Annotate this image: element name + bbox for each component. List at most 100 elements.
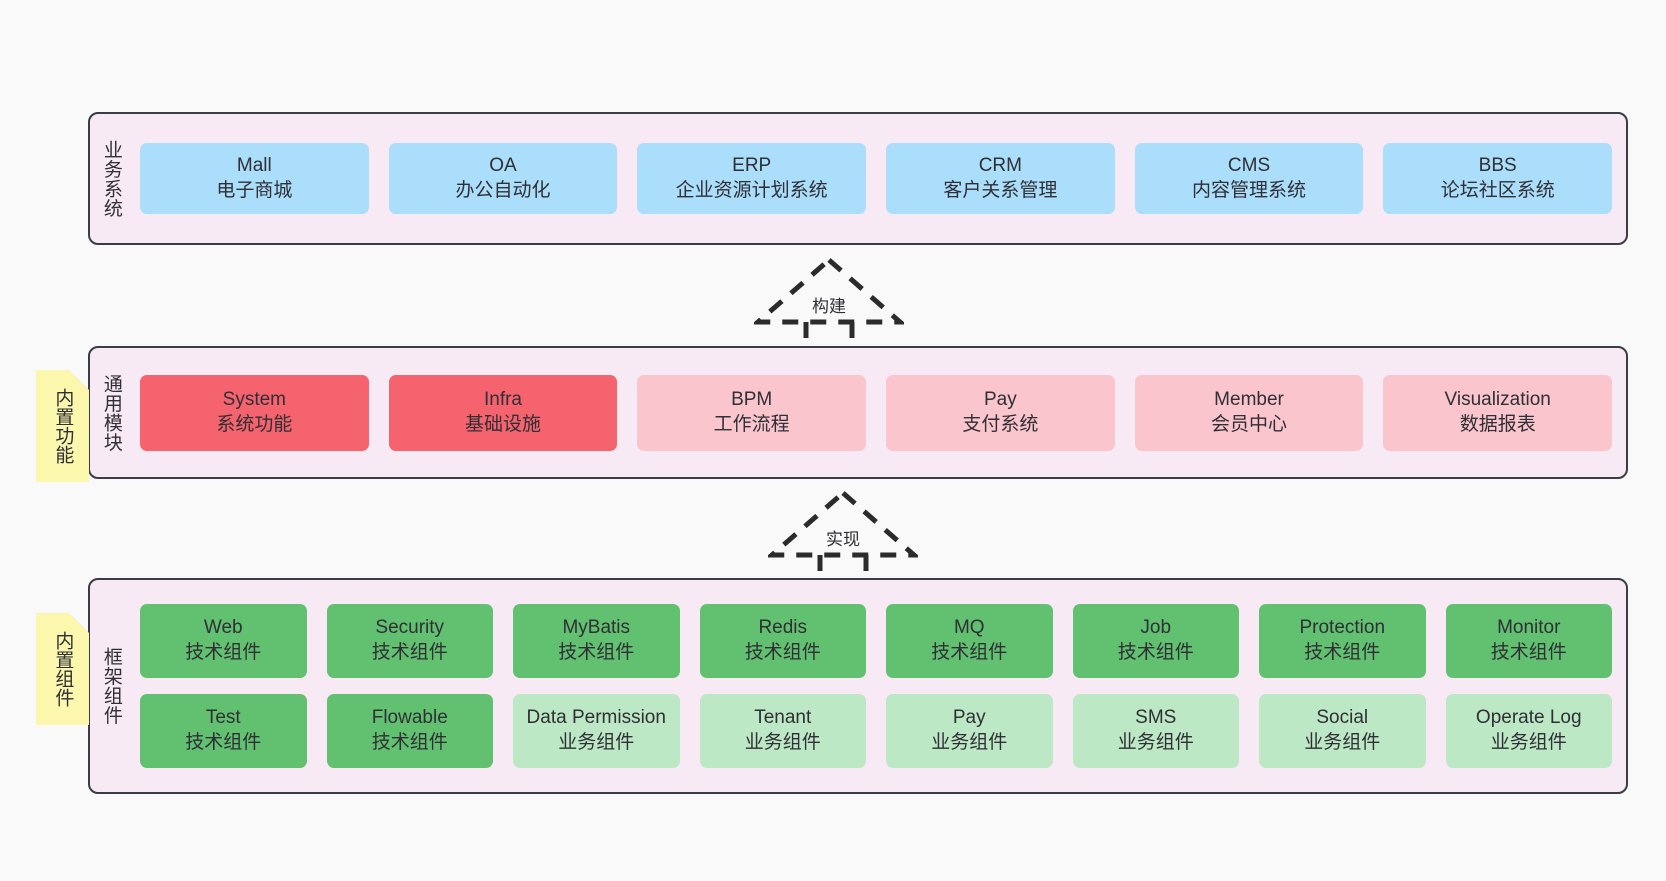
node-pay-module[interactable]: Pay 支付系统	[886, 374, 1115, 451]
sticky-note-builtin-components: 内置组件	[36, 613, 89, 725]
node-crm-cn: 客户关系管理	[943, 179, 1058, 201]
layer-business-systems: 业务系统 Mall 电子商城 OA 办公自动化 ERP 企业资源计划系统 CRM…	[88, 112, 1628, 245]
node-operate-log-en: Operate Log	[1475, 707, 1582, 729]
node-cms-en: CMS	[1227, 154, 1271, 176]
sticky-note-builtin-functions: 内置功能	[36, 370, 89, 482]
node-web-cn: 技术组件	[185, 642, 262, 663]
node-visualization-en: Visualization	[1444, 388, 1551, 410]
layer-title-common: 通用模块	[100, 373, 122, 452]
node-bbs-en: BBS	[1478, 154, 1517, 176]
node-flowable-cn: 技术组件	[371, 732, 448, 753]
layer-common-modules: 通用模块 System 系统功能 Infra 基础设施 BPM 工作流程 Pay…	[88, 346, 1628, 479]
node-oa-cn: 办公自动化	[455, 179, 551, 201]
node-bpm-en: BPM	[731, 388, 773, 410]
layer-business-row: Mall 电子商城 OA 办公自动化 ERP 企业资源计划系统 CRM 客户关系…	[140, 143, 1613, 214]
node-test-en: Test	[205, 707, 241, 729]
arrow-build	[754, 256, 904, 346]
node-erp[interactable]: ERP 企业资源计划系统	[637, 143, 867, 214]
node-mq-cn: 技术组件	[931, 642, 1008, 663]
layer-body-business: Mall 电子商城 OA 办公自动化 ERP 企业资源计划系统 CRM 客户关系…	[132, 114, 1626, 243]
node-flowable[interactable]: Flowable 技术组件	[326, 694, 493, 768]
node-monitor[interactable]: Monitor 技术组件	[1445, 604, 1612, 678]
node-mq-en: MQ	[953, 617, 985, 639]
node-oa[interactable]: OA 办公自动化	[388, 143, 618, 214]
node-flowable-en: Flowable	[371, 707, 448, 729]
node-pay-component-en: Pay	[952, 707, 986, 729]
node-sms[interactable]: SMS 业务组件	[1072, 694, 1239, 768]
node-system-cn: 系统功能	[216, 413, 293, 435]
node-member[interactable]: Member 会员中心	[1134, 374, 1364, 451]
note-fold-corner-icon	[69, 370, 89, 390]
node-sms-en: SMS	[1135, 707, 1177, 729]
node-social-cn: 业务组件	[1304, 732, 1381, 753]
node-visualization-cn: 数据报表	[1459, 413, 1536, 435]
node-visualization[interactable]: Visualization 数据报表	[1383, 374, 1613, 451]
node-member-en: Member	[1214, 388, 1284, 410]
node-test[interactable]: Test 技术组件	[140, 694, 307, 768]
node-bpm[interactable]: BPM 工作流程	[637, 374, 867, 451]
node-protection[interactable]: Protection 技术组件	[1259, 604, 1426, 678]
node-system-en: System	[222, 388, 287, 410]
node-web[interactable]: Web 技术组件	[140, 604, 307, 678]
node-monitor-cn: 技术组件	[1490, 642, 1567, 663]
arrow-implement	[768, 489, 918, 579]
node-social-en: Social	[1316, 707, 1369, 729]
node-protection-cn: 技术组件	[1304, 642, 1381, 663]
layer-body-framework: Web 技术组件 Security 技术组件 MyBatis 技术组件 Redi…	[132, 580, 1626, 792]
node-data-permission-cn: 业务组件	[558, 732, 635, 753]
node-erp-en: ERP	[732, 154, 772, 176]
node-tenant-cn: 业务组件	[744, 732, 821, 753]
node-cms[interactable]: CMS 内容管理系统	[1134, 143, 1364, 214]
node-protection-en: Protection	[1299, 617, 1386, 639]
layer-title-framework: 框架组件	[100, 647, 122, 725]
node-pay-module-en: Pay	[983, 388, 1017, 410]
node-crm[interactable]: CRM 客户关系管理	[886, 143, 1115, 214]
node-mall[interactable]: Mall 电子商城	[140, 143, 369, 214]
node-monitor-en: Monitor	[1497, 617, 1561, 639]
node-mall-cn: 电子商城	[216, 179, 293, 201]
node-mall-en: Mall	[236, 154, 272, 176]
sticky-note-builtin-functions-label: 内置功能	[52, 388, 74, 464]
node-bbs[interactable]: BBS 论坛社区系统	[1383, 143, 1613, 214]
node-mybatis[interactable]: MyBatis 技术组件	[513, 604, 680, 678]
arrow-implement-label: 实现	[826, 530, 860, 549]
layer-framework-row-business: Test 技术组件 Flowable 技术组件 Data Permission …	[140, 694, 1612, 768]
node-job[interactable]: Job 技术组件	[1072, 604, 1239, 678]
node-tenant[interactable]: Tenant 业务组件	[699, 694, 866, 768]
node-infra-en: Infra	[483, 388, 523, 410]
node-bbs-cn: 论坛社区系统	[1440, 179, 1555, 201]
node-data-permission-en: Data Permission	[526, 707, 666, 729]
node-redis-cn: 技术组件	[744, 642, 821, 663]
node-pay-component[interactable]: Pay 业务组件	[886, 694, 1053, 768]
node-mybatis-en: MyBatis	[562, 617, 631, 639]
node-operate-log[interactable]: Operate Log 业务组件	[1445, 694, 1612, 768]
sticky-note-builtin-components-label: 内置组件	[52, 631, 74, 707]
node-security[interactable]: Security 技术组件	[326, 604, 493, 678]
node-crm-en: CRM	[978, 154, 1022, 176]
node-data-permission[interactable]: Data Permission 业务组件	[513, 694, 680, 768]
node-mq[interactable]: MQ 技术组件	[886, 604, 1053, 678]
node-operate-log-cn: 业务组件	[1490, 732, 1567, 753]
node-pay-module-cn: 支付系统	[962, 413, 1039, 435]
node-infra[interactable]: Infra 基础设施	[388, 374, 618, 451]
node-tenant-en: Tenant	[754, 707, 812, 729]
node-system[interactable]: System 系统功能	[140, 374, 369, 451]
node-sms-cn: 业务组件	[1117, 732, 1194, 753]
node-security-en: Security	[375, 617, 445, 639]
layer-body-common: System 系统功能 Infra 基础设施 BPM 工作流程 Pay 支付系统…	[132, 348, 1626, 477]
node-redis-en: Redis	[758, 617, 808, 639]
node-job-cn: 技术组件	[1117, 642, 1194, 663]
node-cms-cn: 内容管理系统	[1192, 179, 1307, 201]
node-job-en: Job	[1140, 617, 1172, 639]
node-redis[interactable]: Redis 技术组件	[699, 604, 866, 678]
node-erp-cn: 企业资源计划系统	[675, 179, 828, 201]
arrow-build-label: 构建	[812, 297, 846, 316]
note-fold-corner-icon	[69, 613, 89, 633]
layer-framework-row-tech: Web 技术组件 Security 技术组件 MyBatis 技术组件 Redi…	[140, 604, 1612, 678]
node-security-cn: 技术组件	[371, 642, 448, 663]
node-social[interactable]: Social 业务组件	[1259, 694, 1426, 768]
node-test-cn: 技术组件	[185, 732, 262, 753]
layer-framework-components: 框架组件 Web 技术组件 Security 技术组件 MyBatis 技术组件…	[88, 578, 1628, 794]
layer-common-row: System 系统功能 Infra 基础设施 BPM 工作流程 Pay 支付系统…	[140, 374, 1613, 451]
